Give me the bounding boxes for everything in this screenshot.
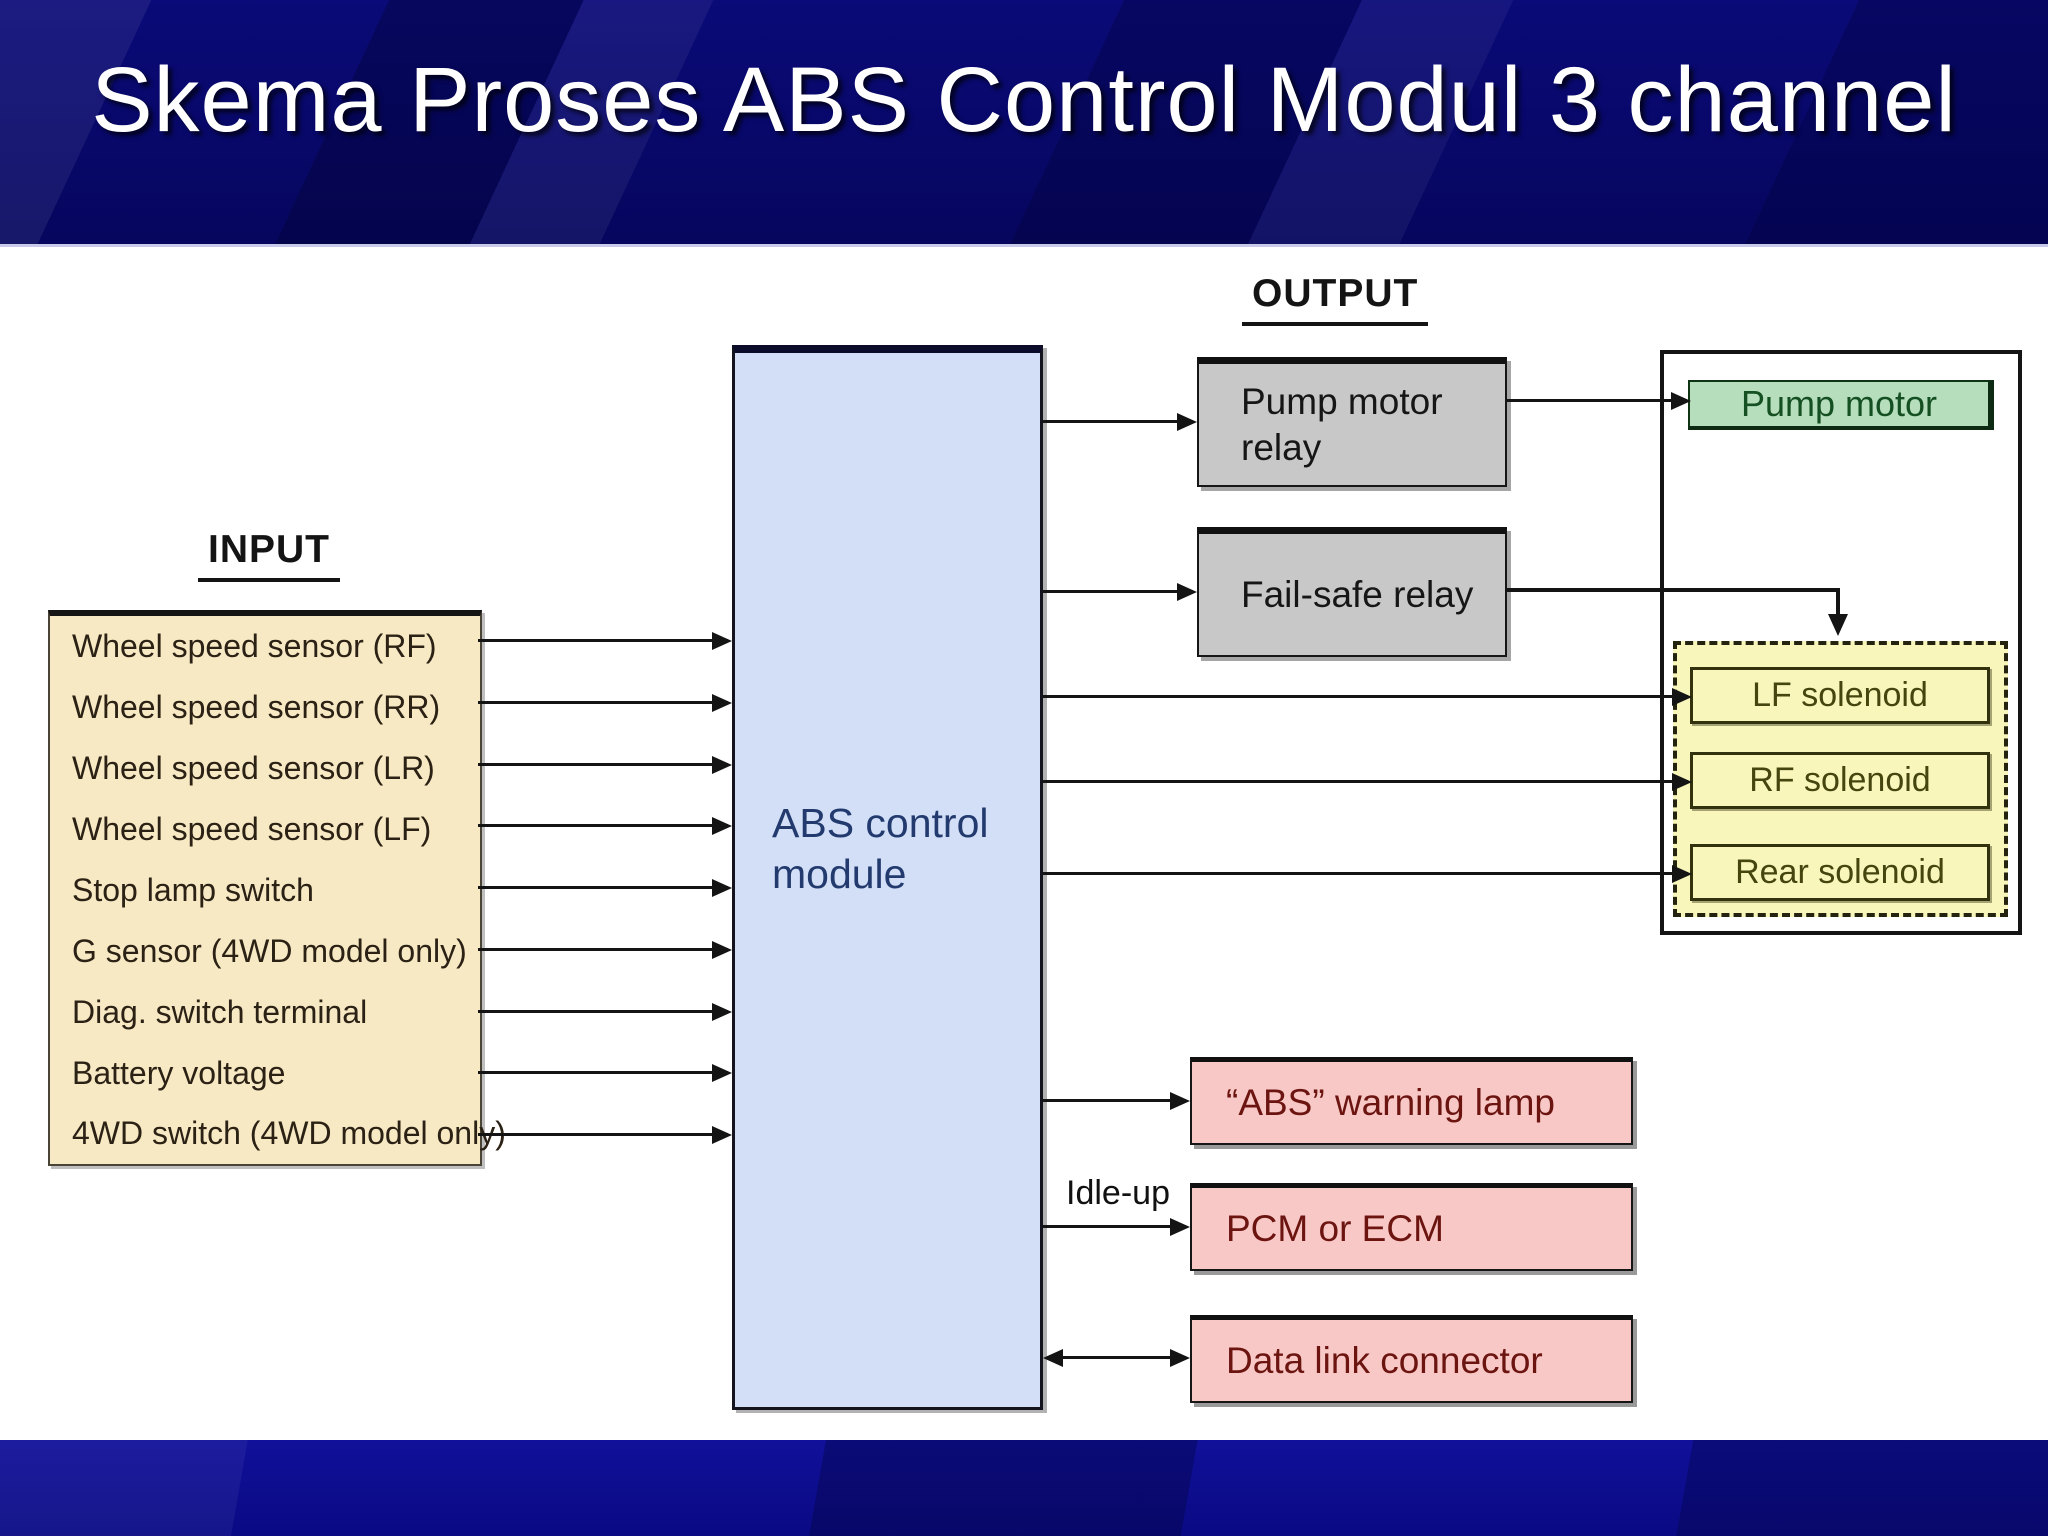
input-item-diag-switch-terminal: Diag. switch terminal (72, 993, 368, 1030)
fail-safe-relay-box: Fail-safe relay (1197, 527, 1507, 657)
idle-up-label: Idle-up (1066, 1174, 1170, 1212)
arrow-input-8 (478, 1071, 728, 1074)
rf-solenoid-box: RF solenoid (1690, 752, 1990, 809)
arrow-abs-to-rf-solenoid (1043, 780, 1688, 783)
arrow-abs-to-lf-solenoid (1043, 695, 1688, 698)
rear-solenoid-box: Rear solenoid (1690, 844, 1990, 901)
arrow-input-6 (478, 948, 728, 951)
pump-motor-box: Pump motor (1688, 380, 1994, 430)
abs-control-module-box (732, 345, 1043, 1410)
data-link-connector-box: Data link connector (1190, 1315, 1633, 1403)
slide-title: Skema Proses ABS Control Modul 3 channel (91, 49, 1957, 151)
input-item-wheel-speed-lr: Wheel speed sensor (LR) (72, 750, 435, 787)
arrow-abs-to-rear-solenoid (1043, 872, 1688, 875)
arrow-input-1 (478, 639, 728, 642)
arrow-abs-to-warning-lamp (1043, 1099, 1186, 1102)
data-link-connector-label: Data link connector (1226, 1339, 1543, 1381)
input-item-wheel-speed-lf: Wheel speed sensor (LF) (72, 811, 432, 848)
slide-footer-background (0, 1440, 2048, 1536)
arrow-input-2 (478, 701, 728, 704)
arrow-abs-to-pcm (1043, 1225, 1186, 1228)
input-item-wheel-speed-rr: Wheel speed sensor (RR) (72, 689, 441, 726)
arrow-input-9 (478, 1133, 728, 1136)
input-signals-box: Wheel speed sensor (RF) Wheel speed sens… (48, 610, 506, 1166)
input-item-4wd-switch: 4WD switch (4WD model only) (72, 1115, 506, 1152)
pcm-or-ecm-label: PCM or ECM (1226, 1207, 1444, 1249)
pcm-or-ecm-box: PCM or ECM (1190, 1183, 1633, 1271)
input-item-g-sensor: G sensor (4WD model only) (72, 932, 467, 969)
input-item-battery-voltage: Battery voltage (72, 1054, 286, 1091)
arrow-input-7 (478, 1010, 728, 1013)
abs-warning-lamp-box: “ABS” warning lamp (1190, 1057, 1633, 1145)
lf-solenoid-box: LF solenoid (1690, 667, 1990, 724)
pump-motor-relay-box: Pump motor relay (1197, 357, 1507, 487)
output-section-label: OUTPUT (1242, 272, 1429, 326)
arrow-input-4 (478, 824, 728, 827)
pump-motor-relay-label: Pump motor relay (1241, 381, 1443, 468)
fail-safe-relay-label: Fail-safe relay (1241, 573, 1474, 615)
slide-header-background (0, 0, 2048, 247)
arrow-abs-to-pump-relay (1043, 420, 1193, 423)
arrow-abs-to-failsafe-relay (1043, 590, 1193, 593)
arrow-input-5 (478, 886, 728, 889)
abs-warning-lamp-label: “ABS” warning lamp (1226, 1081, 1556, 1123)
arrow-failsafe-elbow-down (1836, 588, 1840, 630)
abs-control-module-label: ABS control module (772, 800, 989, 898)
input-item-stop-lamp-switch: Stop lamp switch (72, 871, 314, 908)
input-section-label: INPUT (198, 528, 340, 582)
input-item-wheel-speed-rf: Wheel speed sensor (RF) (72, 628, 437, 665)
line-failsafe-elbow-horizontal (1507, 588, 1840, 592)
arrow-input-3 (478, 763, 728, 766)
arrow-pump-relay-to-pump-motor (1507, 399, 1687, 402)
arrow-abs-to-data-link-bidirectional (1047, 1356, 1186, 1359)
